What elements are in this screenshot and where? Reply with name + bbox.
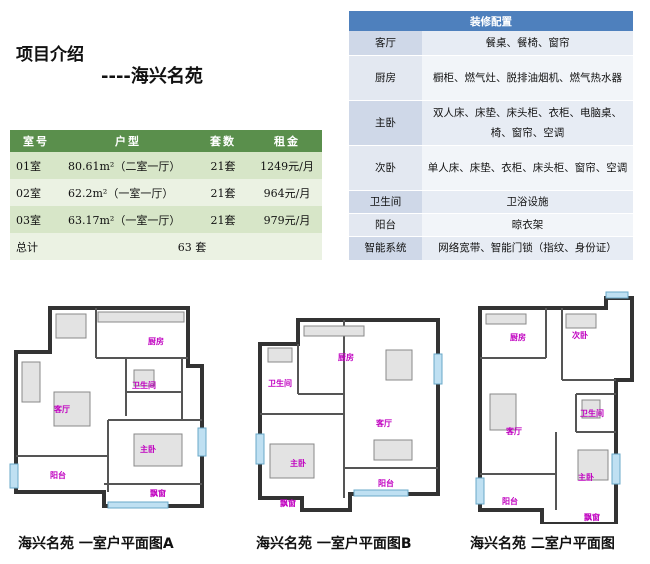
cell-layout: 63.17m²（一室一厅） [62,206,194,233]
page-title: 项目介绍 [16,45,84,65]
cell-count: 21套 [194,152,252,179]
header-room-no: 室号 [10,130,62,152]
header-rent: 租金 [252,130,322,152]
header-layout: 户型 [62,130,194,152]
room-name: 卫生间 [349,190,422,214]
table-row: 阳台 晾衣架 [349,213,633,237]
cell-rent: 979元/月 [252,206,322,233]
cell-room-no: 02室 [10,179,62,206]
room-name: 厨房 [349,55,422,101]
table-row: 03室 63.17m²（一室一厅） 21套 979元/月 [10,206,322,233]
total-value: 63 套 [62,233,322,260]
cell-room-no: 03室 [10,206,62,233]
svg-text:卫生间: 卫生间 [268,378,292,388]
svg-text:客厅: 客厅 [375,418,392,428]
svg-text:厨房: 厨房 [510,332,526,342]
table-row: 客厅 餐桌、餐椅、窗帘 [349,31,633,56]
floor-plan-b: 厨房 卫生间 客厅 主卧 飘窗 阳台 [255,318,443,512]
svg-text:主卧: 主卧 [290,458,306,468]
decoration-table: 装修配置 客厅 餐桌、餐椅、窗帘 厨房 橱柜、燃气灶、脱排油烟机、燃气热水器 主… [349,11,633,261]
room-items: 橱柜、燃气灶、脱排油烟机、燃气热水器 [422,55,633,101]
svg-text:次卧: 次卧 [572,330,588,340]
plan-a-caption: 海兴名苑 一室户平面图A [18,536,174,552]
cell-rent: 1249元/月 [252,152,322,179]
svg-text:卫生间: 卫生间 [580,408,604,418]
table-row: 次卧 单人床、床垫、衣柜、床头柜、窗帘、空调 [349,145,633,191]
svg-text:阳台: 阳台 [50,470,66,480]
table-row: 02室 62.2m²（一室一厅） 21套 964元/月 [10,179,322,206]
room-name: 主卧 [349,100,422,146]
plan-c-caption: 海兴名苑 二室户平面图 [470,536,615,552]
room-name: 智能系统 [349,236,422,261]
cell-layout: 80.61m²（二室一厅） [62,152,194,179]
floor-plan-c: 厨房 次卧 客厅 卫生间 主卧 阳台 飘窗 [475,291,634,524]
table-row: 卫生间 卫浴设施 [349,190,633,214]
header-count: 套数 [194,130,252,152]
table-row: 主卧 双人床、床垫、床头柜、衣柜、电脑桌、椅、窗帘、空调 [349,100,633,146]
table-row: 厨房 橱柜、燃气灶、脱排油烟机、燃气热水器 [349,55,633,101]
cell-count: 21套 [194,179,252,206]
svg-text:卫生间: 卫生间 [132,380,156,390]
decoration-header: 装修配置 [349,11,633,31]
room-items: 单人床、床垫、衣柜、床头柜、窗帘、空调 [422,145,633,191]
svg-text:飘窗: 飘窗 [584,512,600,522]
room-items: 卫浴设施 [422,190,633,214]
svg-text:飘窗: 飘窗 [280,498,296,508]
room-items: 网络宽带、智能门锁（指纹、身份证） [422,236,633,261]
room-items: 双人床、床垫、床头柜、衣柜、电脑桌、椅、窗帘、空调 [422,100,633,146]
svg-text:主卧: 主卧 [140,444,156,454]
cell-count: 21套 [194,206,252,233]
svg-text:客厅: 客厅 [505,426,522,436]
table-row: 01室 80.61m²（二室一厅） 21套 1249元/月 [10,152,322,179]
svg-text:阳台: 阳台 [502,496,518,506]
svg-text:客厅: 客厅 [53,404,70,414]
floor-plan-a: 厨房 卫生间 客厅 主卧 阳台 飘窗 [9,306,207,509]
table-row: 智能系统 网络宽带、智能门锁（指纹、身份证） [349,236,633,261]
rent-table: 室号 户型 套数 租金 01室 80.61m²（二室一厅） 21套 1249元/… [10,130,322,260]
room-items: 餐桌、餐椅、窗帘 [422,31,633,56]
svg-text:飘窗: 飘窗 [150,488,166,498]
cell-room-no: 01室 [10,152,62,179]
svg-text:厨房: 厨房 [338,352,354,362]
room-name: 次卧 [349,145,422,191]
room-name: 阳台 [349,213,422,237]
total-label: 总计 [10,233,62,260]
page-subtitle: ----海兴名苑 [101,66,203,87]
room-name: 客厅 [349,31,422,56]
total-row: 总计 63 套 [10,233,322,260]
rent-table-header: 室号 户型 套数 租金 [10,130,322,152]
svg-text:厨房: 厨房 [148,336,164,346]
cell-rent: 964元/月 [252,179,322,206]
plan-b-caption: 海兴名苑 一室户平面图B [256,536,412,552]
cell-layout: 62.2m²（一室一厅） [62,179,194,206]
room-items: 晾衣架 [422,213,633,237]
svg-text:阳台: 阳台 [378,478,394,488]
svg-text:主卧: 主卧 [578,472,594,482]
